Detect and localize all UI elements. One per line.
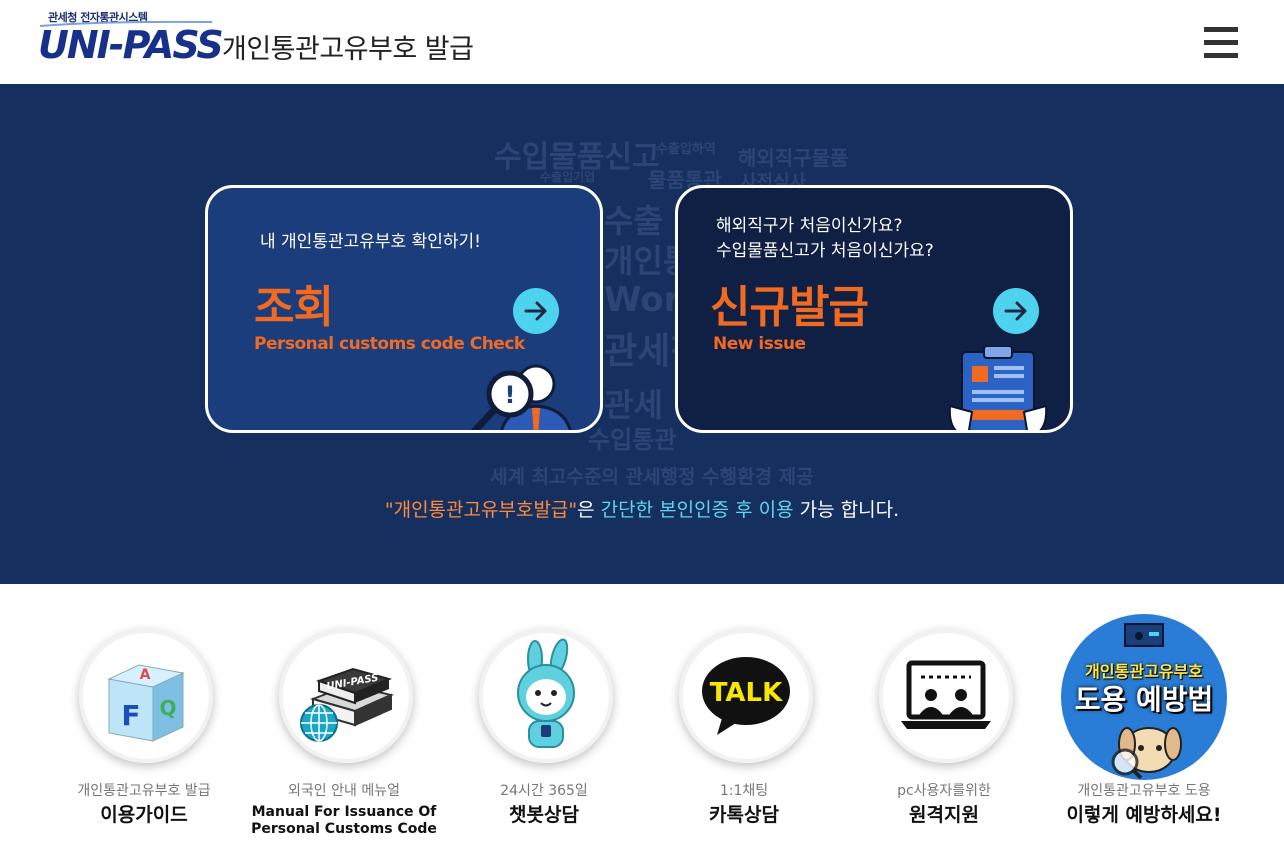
notice-highlight: 간단한 본인인증 후 이용	[600, 499, 794, 521]
shortcut-main-label: 이용가이드	[100, 804, 188, 826]
shortcut-main-label: Manual For Issuance Of Personal Customs …	[244, 804, 444, 838]
shortcut-sub-label: pc사용자를위한	[897, 783, 991, 799]
shortcut-sub-label: 24시간 365일	[500, 783, 588, 799]
word-cloud-word: 세계 최고수준의 관세행정 수행환경 제공	[490, 466, 814, 488]
auth-notice: "개인통관고유부호발급"은 간단한 본인인증 후 이용 가능 합니다.	[0, 495, 1284, 522]
shortcut-main-label: 원격지원	[909, 804, 979, 826]
notice-service-name: "개인통관고유부호발급"	[384, 499, 578, 521]
header: 관세청 전자통관시스템 UNI-PASS 개인통관고유부호 발급	[0, 0, 1284, 84]
new-card-subtitle-line2: 수입물품신고가 처음이신가요?	[716, 241, 934, 261]
badge-line2: 도용 예방법	[1074, 683, 1214, 716]
shortcut-sub-label: 개인통관고유부호 도용	[1077, 783, 1211, 799]
svg-text:!: !	[505, 381, 516, 409]
svg-text:TALK: TALK	[710, 678, 783, 708]
shortcut-main-label: 챗봇상담	[509, 804, 579, 826]
shortcut-chatbot[interactable]: 24시간 365일 챗봇상담	[444, 584, 644, 861]
word-cloud-word: 수입물품신고	[494, 140, 660, 175]
chatbot-rabbit-icon	[479, 629, 613, 763]
shortcut-sub-label: 개인통관고유부호 발급	[77, 783, 211, 799]
shortcut-theft-prevention[interactable]: 개인통관고유부호 도용 예방법 개인통관고유부호 도용 이렇게 예방하세요!	[1044, 584, 1244, 861]
notice-text-end: 가능 합니다.	[793, 499, 900, 521]
new-issue-card[interactable]: 해외직구가 처음이신가요? 수입물품신고가 처음이신가요? 신규발급 New i…	[675, 185, 1073, 433]
new-card-title: 신규발급	[710, 282, 869, 333]
new-card-subtitle-line1: 해외직구가 처음이신가요?	[716, 216, 903, 236]
check-arrow-button[interactable]	[513, 288, 559, 334]
faq-cube-icon: F Q A	[79, 629, 213, 763]
shortcut-main-label: 이렇게 예방하세요!	[1066, 804, 1222, 826]
svg-text:A: A	[140, 667, 151, 683]
shortcut-main-label: 카톡상담	[709, 804, 779, 826]
hero-section: 수입물품신고 수출입하역 해외직구물품 수출입기업 물품통관 사전심사 수출 개…	[0, 84, 1284, 584]
check-card-subtitle: 내 개인통관고유부호 확인하기!	[260, 232, 481, 252]
badge-line1: 개인통관고유부호	[1085, 662, 1203, 681]
shortcut-sub-label: 외국인 안내 메뉴얼	[288, 783, 400, 799]
manual-title-line1: Manual For Issuance Of	[251, 804, 437, 820]
check-card-title: 조회	[254, 282, 334, 333]
hamburger-menu-icon[interactable]	[1204, 27, 1240, 59]
check-code-card[interactable]: 내 개인통관고유부호 확인하기! 조회 Personal customs cod…	[205, 185, 603, 433]
shortcut-remote-support[interactable]: pc사용자를위한 원격지원	[844, 584, 1044, 861]
manual-books-icon: UNI-PASS	[279, 629, 413, 763]
remote-support-icon	[879, 629, 1013, 763]
check-card-english: Personal customs code Check	[254, 334, 525, 354]
shortcut-foreigner-manual[interactable]: UNI-PASS 외국인 안내 메뉴얼 Manual For Issuance …	[244, 584, 444, 861]
theft-prevention-icon: 개인통관고유부호 도용 예방법	[1061, 614, 1227, 780]
shortcut-section: F Q A 개인통관고유부호 발급 이용가이드 UNI-PASS 외국인	[0, 584, 1284, 861]
kakao-talk-icon: TALK	[679, 629, 813, 763]
page-title: 개인통관고유부호 발급	[222, 34, 474, 65]
word-cloud-word: 수출입하역	[656, 142, 716, 157]
shortcut-sub-label: 1:1채팅	[719, 783, 769, 799]
notice-text: 은	[577, 499, 601, 521]
svg-text:Q: Q	[159, 696, 176, 720]
dog-detective-icon	[1111, 727, 1182, 780]
word-cloud-word: 해외직구물품	[738, 146, 849, 170]
logo-swoosh-icon	[39, 21, 213, 27]
word-cloud-word: 수입통관	[588, 426, 677, 454]
magnifier-person-icon: !	[470, 364, 572, 430]
word-cloud-word: 수출입기업	[540, 170, 596, 184]
shortcut-kakao-chat[interactable]: TALK 1:1채팅 카톡상담	[644, 584, 844, 861]
word-cloud-word: 관세	[604, 386, 663, 424]
logo-tagline: 관세청 전자통관시스템	[48, 11, 148, 24]
arrow-right-icon	[1004, 301, 1027, 321]
word-cloud-word: 수출	[604, 202, 663, 240]
unipass-logo[interactable]: 관세청 전자통관시스템 UNI-PASS	[38, 9, 224, 71]
arrow-right-icon	[524, 301, 547, 321]
manual-title-line2: Personal Customs Code	[251, 821, 437, 837]
shortcut-usage-guide[interactable]: F Q A 개인통관고유부호 발급 이용가이드	[44, 584, 244, 861]
new-issue-arrow-button[interactable]	[993, 288, 1039, 334]
monitor-hacker-icon	[1124, 623, 1164, 647]
new-card-english: New issue	[713, 334, 806, 354]
svg-text:F: F	[121, 699, 140, 732]
clipboard-document-icon	[948, 346, 1048, 430]
logo-wordmark: UNI-PASS	[38, 23, 224, 67]
